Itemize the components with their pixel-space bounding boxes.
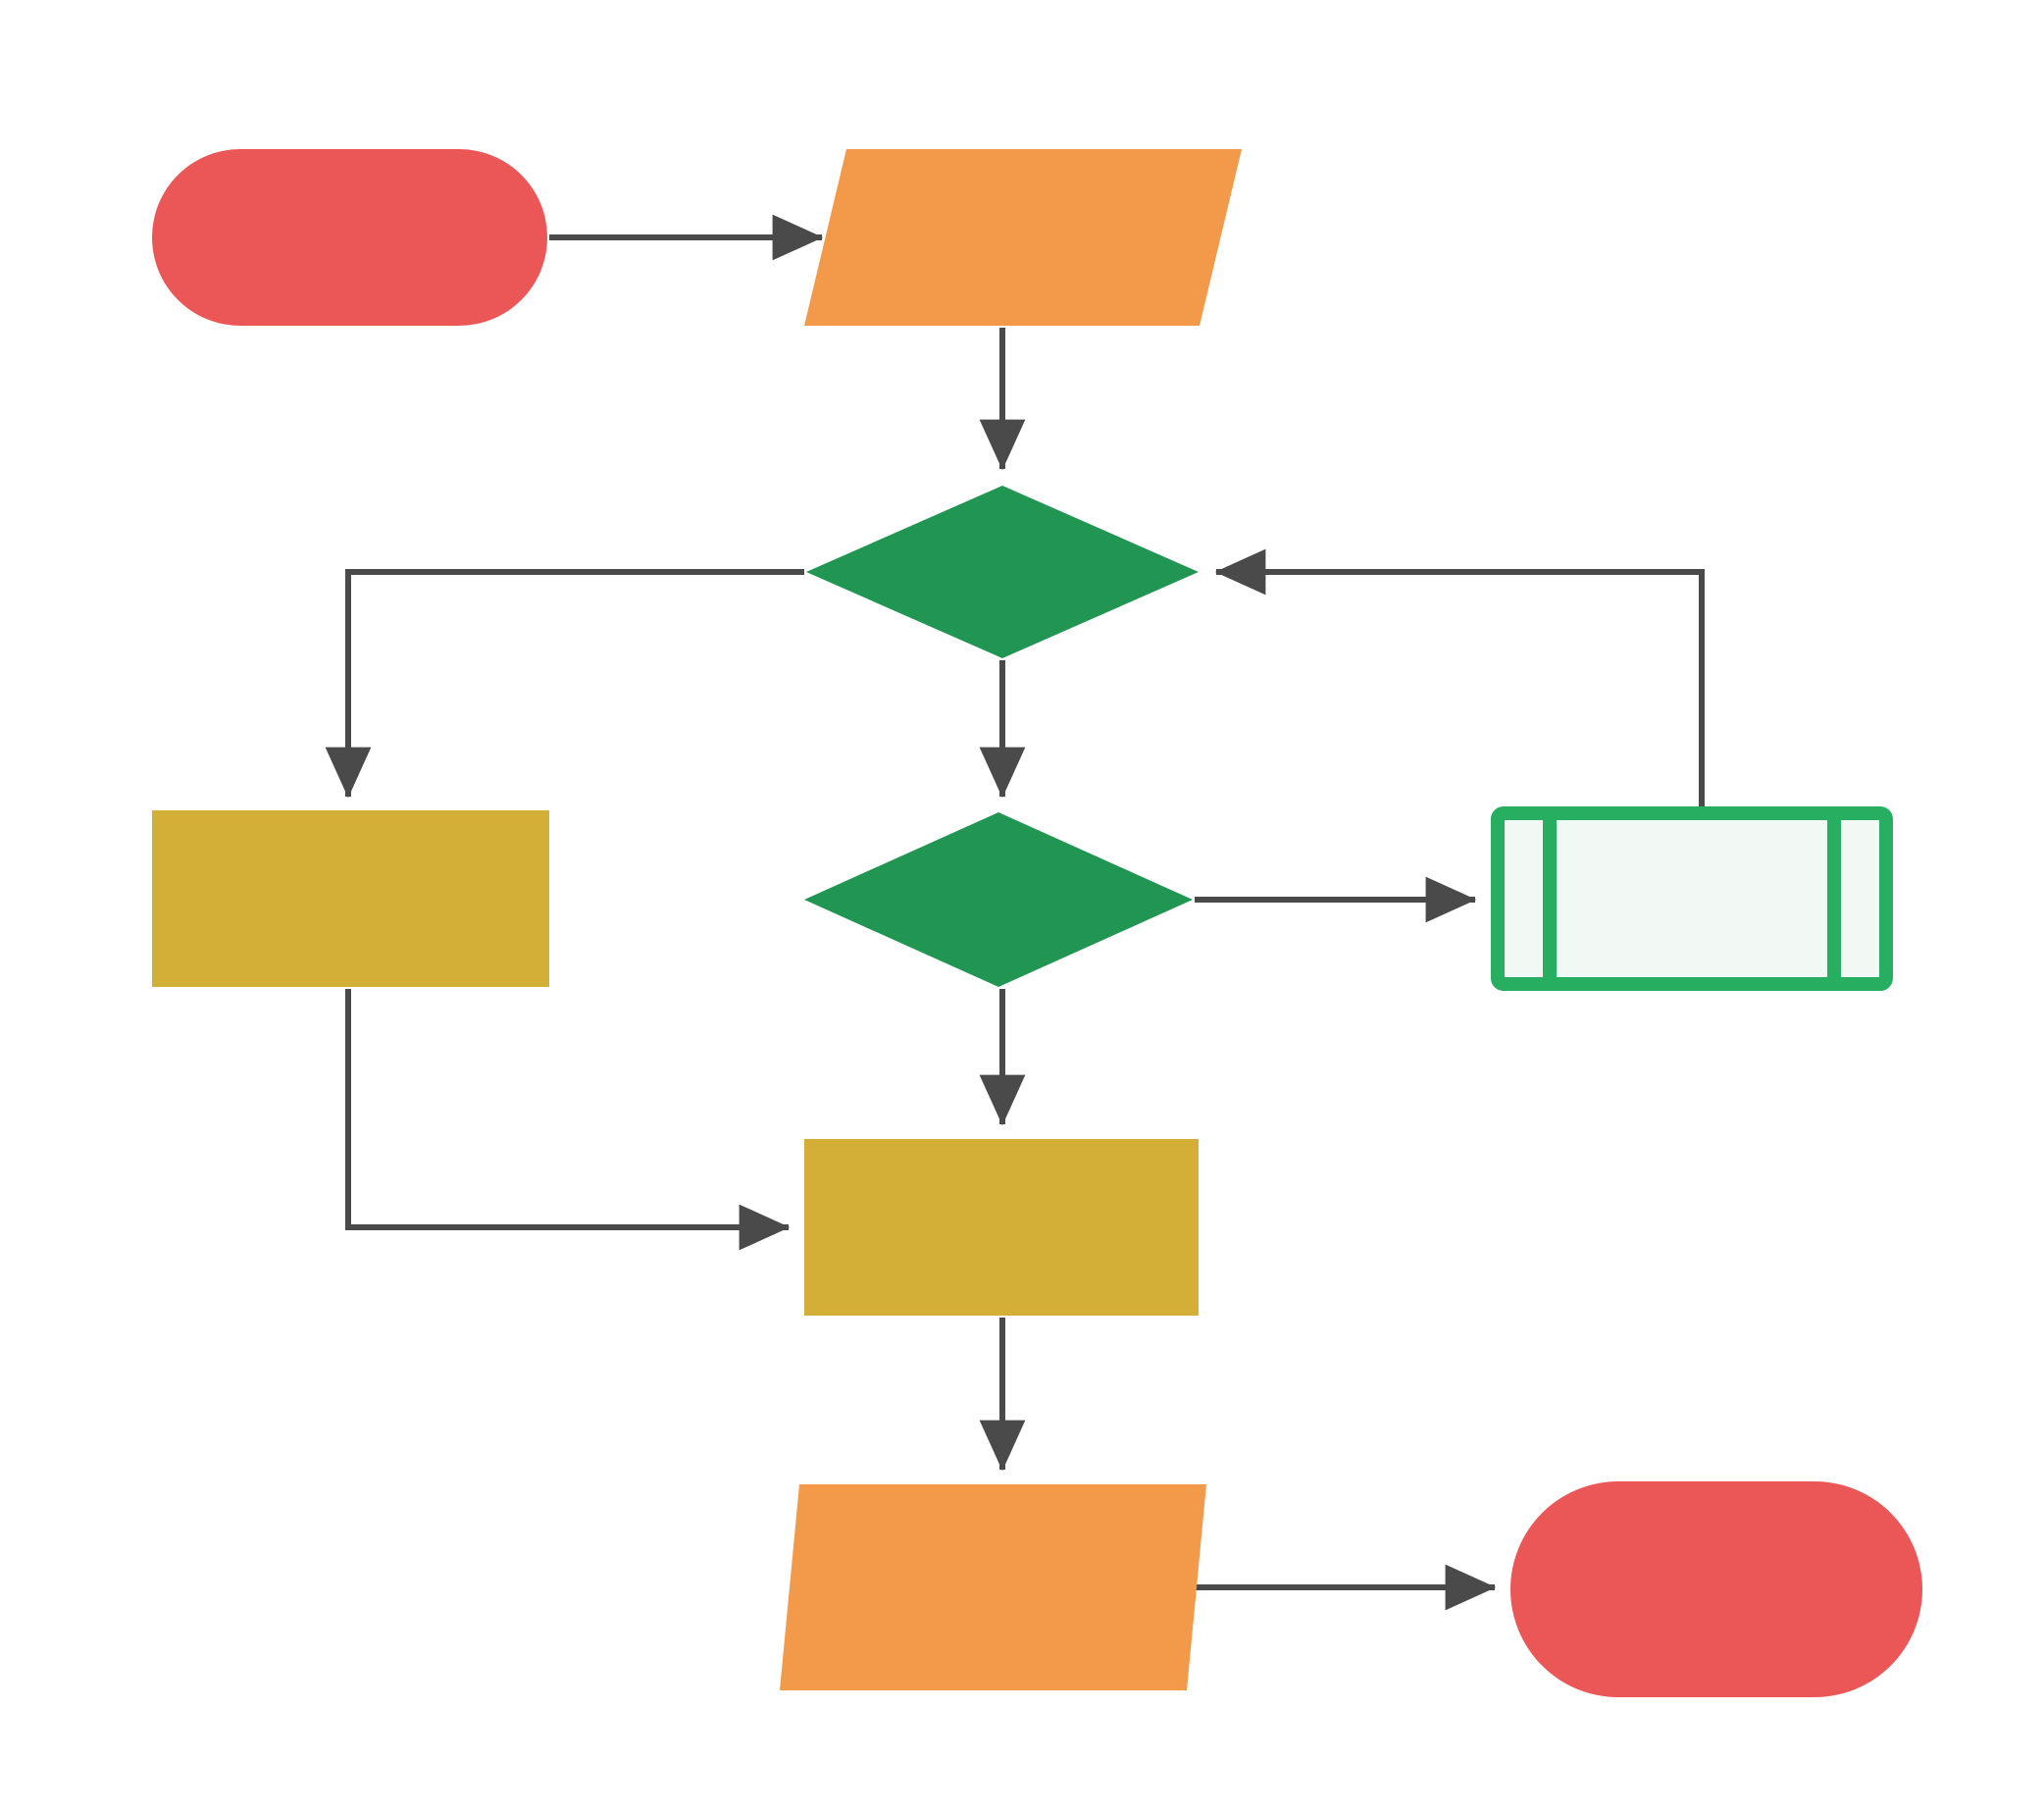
subroutine-outer-border — [1491, 806, 1893, 991]
node-decision-1[interactable] — [806, 486, 1199, 658]
node-input[interactable] — [804, 149, 1242, 326]
node-end[interactable] — [1510, 1481, 1922, 1697]
node-decision-2[interactable] — [804, 812, 1193, 987]
edge-process-left-to-process-main[interactable] — [345, 989, 791, 1251]
node-subroutine[interactable] — [1491, 806, 1893, 991]
node-process-left[interactable] — [152, 810, 549, 987]
node-output[interactable] — [780, 1484, 1206, 1690]
node-start[interactable] — [152, 149, 547, 326]
node-process-main[interactable] — [804, 1139, 1199, 1316]
edges-layer — [325, 214, 1705, 1611]
nodes-layer — [152, 149, 1922, 1697]
edge-decision-1-to-process-left[interactable] — [325, 569, 804, 799]
edge-subroutine-to-decision-1[interactable] — [1214, 548, 1705, 806]
